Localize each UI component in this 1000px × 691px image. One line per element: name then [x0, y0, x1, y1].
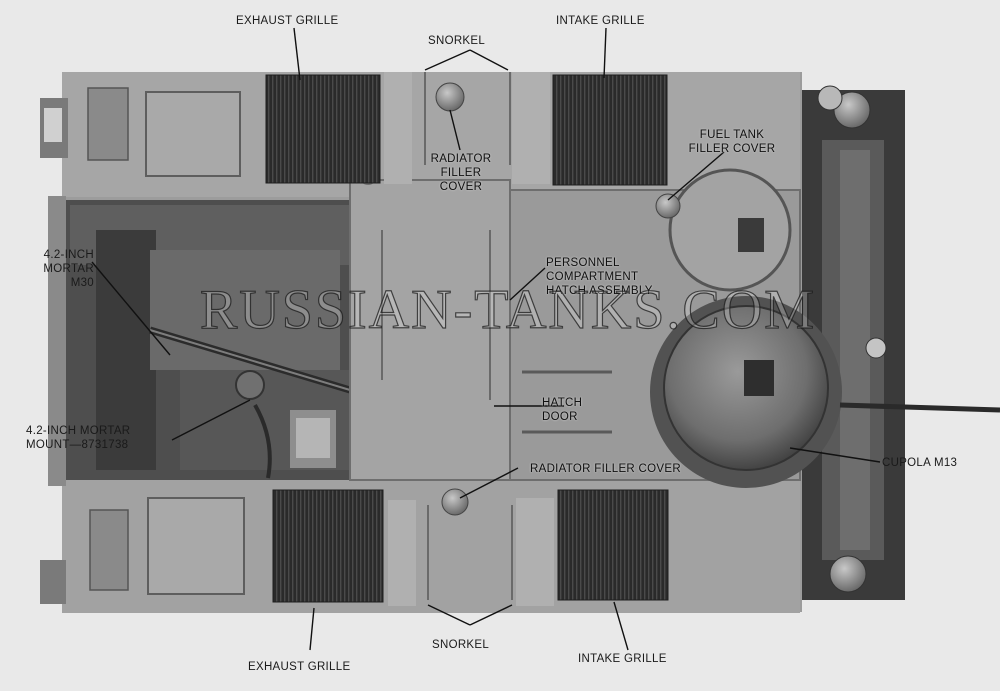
radiator-filler-cover-label: RADIATOR FILLER COVER [426, 152, 496, 194]
personnel-line-3: HATCH ASSEMBLY [546, 285, 653, 297]
radiator-cap-bottom [441, 488, 469, 516]
mortar-label: 4.2-INCH MORTAR M30 [20, 248, 94, 290]
personnel-line-2: COMPARTMENT [546, 271, 639, 283]
snorkel-bottom-label: SNORKEL [432, 639, 490, 651]
fuel-tank-line-2: FILLER COVER [688, 143, 776, 155]
intake-grille-top [552, 74, 668, 186]
hatch-door-line-1: HATCH [542, 397, 583, 409]
exhaust-grille-top [265, 74, 381, 184]
radiator-filler-line-3: COVER [439, 181, 483, 193]
hatch-door-label: HATCH DOOR [542, 396, 582, 424]
personnel-line-1: PERSONNEL [546, 257, 620, 269]
intake-grille-top-label: INTAKE GRILLE [556, 15, 645, 27]
radiator-filler-cover-lower-label: RADIATOR FILLER COVER [530, 463, 681, 475]
snorkel-top-label: SNORKEL [428, 35, 486, 47]
personnel-hatch-plate [349, 179, 511, 481]
intake-grille-bottom-label: INTAKE GRILLE [578, 653, 667, 665]
fuel-tank-hatch [668, 168, 792, 292]
intake-grille-bottom [557, 489, 669, 601]
exhaust-grille-bottom-label: EXHAUST GRILLE [248, 661, 351, 673]
hatch-door-line-2: DOOR [542, 411, 578, 423]
mortar-line-1: 4.2-INCH [43, 249, 94, 261]
mortar-line-3: M30 [70, 277, 94, 289]
personnel-hatch-label: PERSONNEL COMPARTMENT HATCH ASSEMBLY [546, 256, 653, 298]
fuel-tank-filler-cover-label: FUEL TANK FILLER COVER [682, 128, 782, 156]
fuel-tank-line-1: FUEL TANK [699, 129, 765, 141]
radiator-filler-line-2: FILLER [440, 167, 482, 179]
exhaust-grille-bottom [272, 489, 384, 603]
exhaust-grille-top-label: EXHAUST GRILLE [236, 15, 339, 27]
leader-lines [91, 27, 881, 651]
watermark-text: RUSSIAN-TANKS.COM [199, 278, 817, 341]
radiator-cap-top [435, 82, 465, 112]
mortar-mount-line-2: MOUNT—8731738 [26, 439, 129, 451]
mortar-mount-line-1: 4.2-INCH MORTAR [26, 425, 131, 437]
cupola-label: CUPOLA M13 [882, 457, 958, 469]
mortar-mount-label: 4.2-INCH MORTAR MOUNT—8731738 [26, 424, 130, 452]
mortar-line-2: MORTAR [43, 263, 94, 275]
radiator-filler-line-1: RADIATOR [430, 153, 492, 165]
